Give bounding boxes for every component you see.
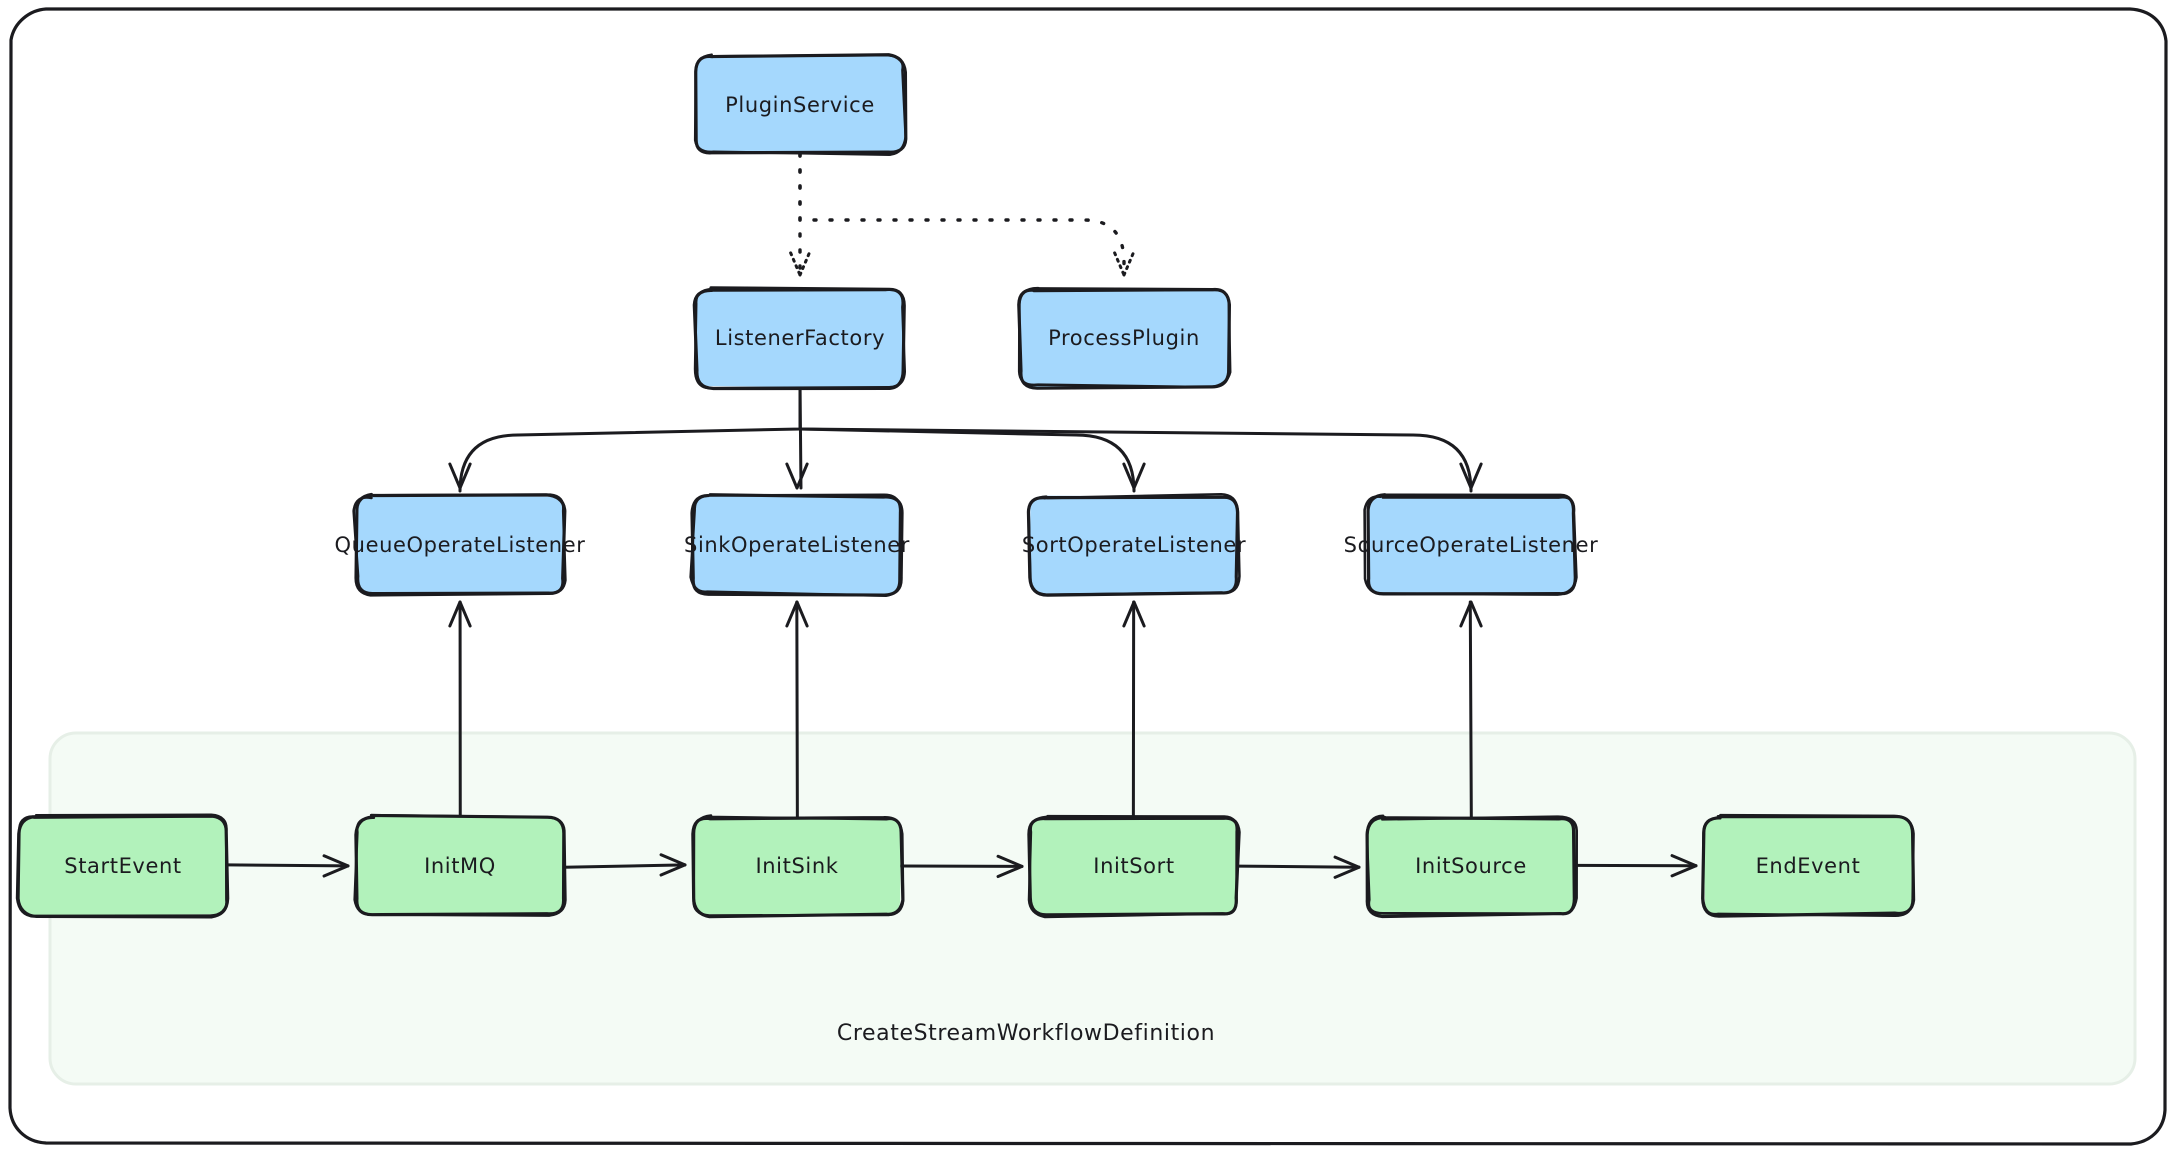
- node-pluginService[interactable]: PluginService: [693, 53, 908, 156]
- node-label: QueueOperateListener: [335, 533, 586, 557]
- node-endEvent[interactable]: EndEvent: [1701, 813, 1916, 918]
- node-fill: [18, 816, 228, 915]
- group-label-createStreamWorkflowDefinition: CreateStreamWorkflowDefinition: [837, 1021, 1215, 1046]
- node-outline-sketch: [353, 813, 567, 917]
- edge-pluginService-to-processPlugin: [798, 152, 1135, 277]
- edge-listenerFactory-to-sortOperateListener: [798, 385, 1146, 493]
- node-label: ProcessPlugin: [1048, 326, 1200, 350]
- edge-initMQ-to-queueOperateListener: [448, 600, 472, 819]
- node-initSink[interactable]: InitSink: [691, 814, 905, 919]
- node-fill: [696, 287, 904, 388]
- edge-pluginService-to-listenerFactory: [789, 152, 811, 277]
- node-initSource[interactable]: InitSource: [1365, 814, 1578, 919]
- node-outline-sketch: [17, 813, 228, 919]
- node-outline-sketch: [689, 493, 902, 597]
- node-queueOperateListener[interactable]: QueueOperateListener: [335, 492, 586, 597]
- node-outline-sketch: [693, 287, 907, 390]
- node-outline-sketch: [693, 53, 907, 156]
- group-labels-layer: CreateStreamWorkflowDefinition: [837, 1021, 1215, 1046]
- node-label: PluginService: [725, 93, 875, 117]
- node-sortOperateListener[interactable]: SortOperateListener: [1022, 493, 1246, 597]
- outer-frame: [8, 7, 2168, 1146]
- edge-listenerFactory-to-sinkOperateListener: [785, 385, 809, 490]
- node-fill: [1366, 816, 1576, 916]
- node-fill: [1029, 816, 1239, 915]
- node-fill: [354, 816, 566, 915]
- node-processPlugin[interactable]: ProcessPlugin: [1017, 286, 1232, 390]
- edge-initSink-to-initSort: [899, 854, 1024, 879]
- node-label: SortOperateListener: [1022, 533, 1246, 557]
- node-label: InitSink: [755, 854, 838, 878]
- node-listenerFactory[interactable]: ListenerFactory: [692, 286, 907, 391]
- edge-initSink-to-sinkOperateListener: [785, 600, 809, 819]
- edge-listenerFactory-to-queueOperateListener: [448, 385, 802, 493]
- edge-initSort-to-initSource: [1236, 855, 1361, 879]
- node-sourceOperateListener[interactable]: SourceOperateListener: [1344, 493, 1599, 596]
- node-label: StartEvent: [64, 854, 181, 878]
- edge-initSource-to-endEvent: [1573, 854, 1698, 878]
- node-outline-sketch: [1365, 814, 1578, 916]
- node-outline-sketch: [1701, 813, 1915, 918]
- node-fill: [1366, 494, 1576, 596]
- node-label: InitSource: [1415, 854, 1527, 878]
- node-fill: [1703, 817, 1913, 916]
- node-outline-sketch: [1027, 814, 1239, 919]
- edge-initMQ-to-initSink: [562, 853, 687, 877]
- node-fill: [695, 55, 905, 154]
- edge-initSort-to-sortOperateListener: [1122, 600, 1146, 819]
- node-label: InitMQ: [424, 854, 496, 878]
- node-outline-sketch: [1363, 495, 1578, 596]
- node-outline-sketch: [692, 814, 905, 917]
- node-sinkOperateListener[interactable]: SinkOperateListener: [684, 493, 910, 597]
- node-initMQ[interactable]: InitMQ: [353, 813, 567, 917]
- node-fill: [692, 495, 901, 594]
- node-label: SourceOperateListener: [1344, 533, 1599, 557]
- edge-listenerFactory-to-sourceOperateListener: [798, 385, 1483, 493]
- node-label: EndEvent: [1756, 854, 1861, 878]
- node-label: SinkOperateListener: [684, 533, 910, 557]
- edge-startEvent-to-initMQ: [225, 854, 350, 878]
- node-initSort[interactable]: InitSort: [1027, 814, 1241, 919]
- node-fill: [692, 816, 901, 916]
- edges-layer: [225, 152, 1698, 879]
- node-outline-sketch: [352, 493, 567, 595]
- node-fill: [1019, 288, 1229, 388]
- node-outline-sketch: [1027, 493, 1241, 597]
- node-fill: [1030, 495, 1238, 595]
- node-fill: [355, 495, 565, 594]
- node-label: InitSort: [1093, 854, 1174, 878]
- node-label: ListenerFactory: [715, 326, 885, 350]
- node-startEvent[interactable]: StartEvent: [15, 813, 230, 919]
- edge-initSource-to-sourceOperateListener: [1459, 600, 1483, 819]
- node-outline-sketch: [1017, 286, 1232, 389]
